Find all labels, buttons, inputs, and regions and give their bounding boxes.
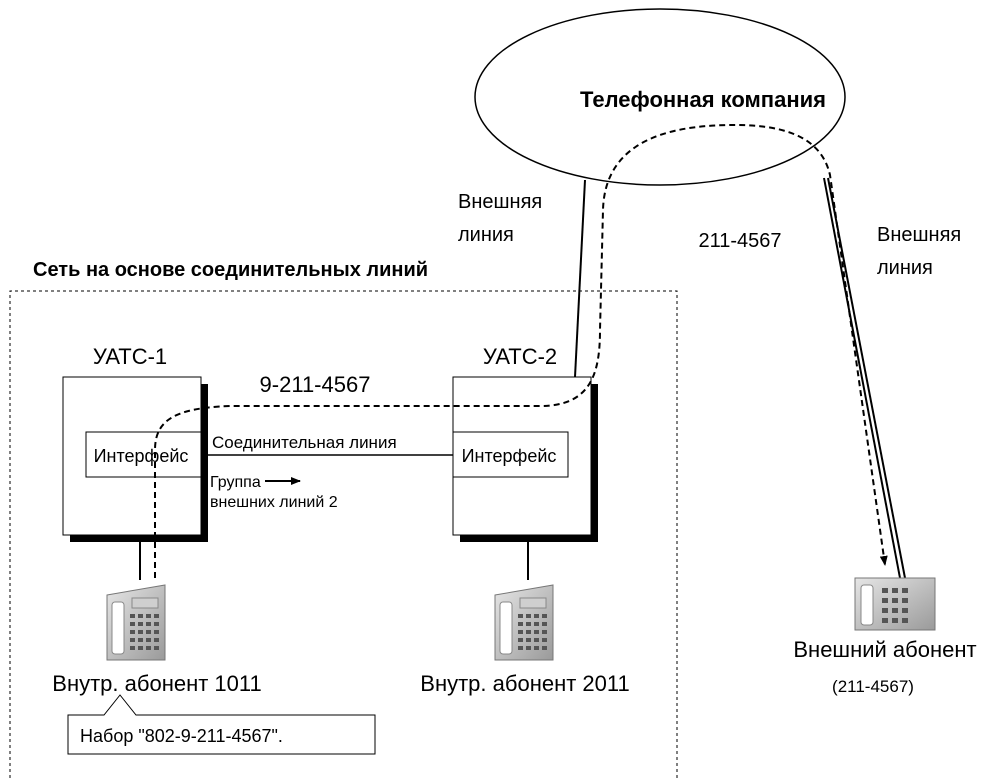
outside-number-label: 211-4567 (698, 230, 781, 252)
call-path (154, 123, 888, 578)
left-trunk-label-line1: Внешняя (458, 191, 542, 213)
right-trunk-label-line1: Внешняя (877, 224, 961, 246)
callout-text: Набор "802-9-211-4567". (80, 726, 283, 746)
trunk-group-label-line1: Группа (210, 474, 261, 491)
pbx2-interface-box (452, 431, 569, 478)
network-label: Сеть на основе соединительных линий (33, 259, 428, 281)
right-external-line-b (823, 177, 901, 579)
left-external-line (574, 179, 586, 378)
extension-2011-label: Внутр. абонент 2011 (420, 671, 629, 696)
pbx1-interface-label: Интерфейс (94, 446, 189, 466)
pbx1-title: УАТС-1 (93, 344, 167, 369)
pbx2-interface-label: Интерфейс (462, 446, 557, 466)
right-trunk-label-line2: линия (877, 257, 933, 279)
telephone-company-cloud (474, 8, 846, 186)
cloud-label: Телефонная компания (580, 87, 826, 112)
extension-1011-phone-icon (106, 584, 166, 661)
extension-1011-label: Внутр. абонент 1011 (52, 671, 261, 696)
callout-box (67, 694, 376, 755)
external-party-phone-icon (854, 577, 936, 631)
dialed-number-label: 9-211-4567 (260, 372, 371, 397)
tie-line-label: Соединительная линия (212, 433, 397, 452)
pbx2-title: УАТС-2 (483, 344, 557, 369)
external-party-label: Внешний абонент (793, 637, 976, 662)
external-party-number: (211-4567) (832, 677, 914, 696)
trunk-group-label-line2: внешних линий 2 (210, 494, 338, 511)
left-trunk-label-line2: линия (458, 224, 514, 246)
extension-2011-phone-icon (494, 584, 554, 661)
